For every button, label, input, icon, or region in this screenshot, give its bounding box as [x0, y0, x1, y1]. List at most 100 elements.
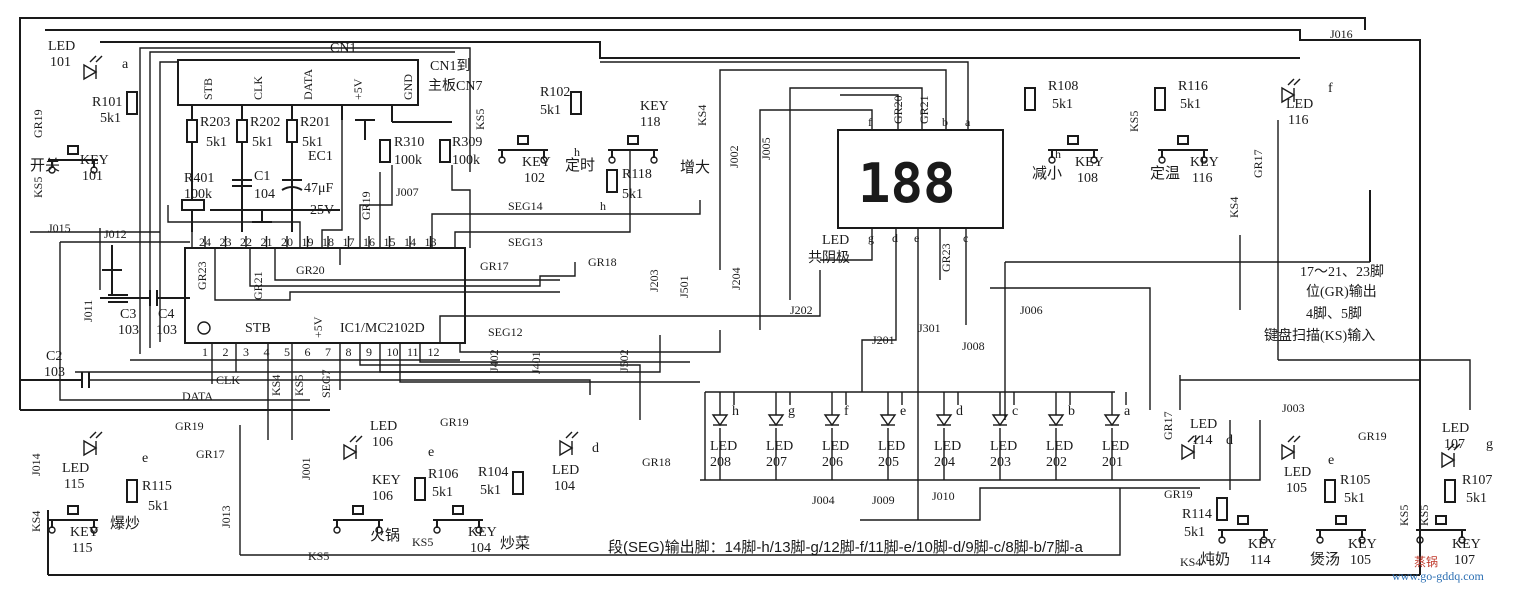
jumper-label-j501: J501: [677, 275, 691, 298]
resistor-value: 100k: [394, 153, 422, 168]
notes: 17～21、23脚 位(GR)输出 4脚、5脚 键盘扫描(KS)输入 段(SEG…: [608, 264, 1485, 583]
key-function: 定时: [565, 157, 595, 174]
jumper-label-j202: J202: [790, 303, 813, 317]
cap-c3: C3 103: [108, 245, 139, 338]
key-label: KEY: [80, 153, 109, 168]
jumper-label-j001: J001: [299, 457, 313, 480]
bar-led-segment: e: [900, 404, 906, 419]
resistor-value: 5k1: [1052, 97, 1073, 112]
led-segment: d: [592, 441, 599, 456]
led-segment: f: [1328, 81, 1333, 96]
led-segment: e: [1328, 453, 1334, 468]
display-caption-2: 共阴极: [808, 250, 850, 266]
display-pin-f: f: [868, 115, 872, 129]
jumper-label-j016: J016: [1330, 27, 1353, 41]
key-number: 101: [82, 169, 103, 184]
net-gr19-ic: GR19: [359, 191, 373, 220]
key-number: 118: [640, 115, 660, 130]
led-segment: e: [428, 445, 434, 460]
ic1-bottom-pin: 1: [202, 345, 208, 359]
net-ks4-ic: KS4: [269, 375, 283, 396]
led-segment: a: [122, 57, 129, 72]
cn1-pin-5v: +5V: [351, 78, 365, 100]
display-pin-gr23: GR23: [939, 243, 953, 272]
resistors-layer: R1015k1R1025k1R1185k1R1085k1R1165k1R2035…: [92, 79, 1492, 540]
net-gr17-right: GR17: [1251, 149, 1265, 178]
net-seg12: SEG12: [488, 325, 523, 339]
ic1-name: IC1/MC2102D: [340, 321, 425, 336]
net-gr18-bar: GR18: [642, 455, 671, 469]
ic1-stb: STB: [245, 321, 271, 336]
bar-led-segment: g: [788, 404, 795, 419]
c2-id: C2: [46, 349, 62, 364]
resistor-id: R114: [1182, 507, 1212, 522]
led-segment: g: [1486, 437, 1493, 452]
key-function: 开关: [30, 157, 60, 174]
display-pin-d: d: [892, 231, 898, 245]
net-h-right: h: [1055, 147, 1061, 161]
led-label: LED: [1286, 97, 1313, 112]
led-label: LED: [1442, 421, 1469, 436]
resistor-value: 5k1: [302, 135, 323, 150]
net-ks5-b1: KS5: [308, 549, 329, 563]
led-number: 105: [1286, 481, 1307, 496]
net-seg13: SEG13: [508, 235, 543, 249]
net-seg14: SEG14: [508, 199, 543, 213]
cn1-pin-data: DATA: [301, 69, 315, 100]
resistor-id: R310: [394, 135, 424, 150]
bar-led-segment: d: [956, 404, 963, 419]
key-label: KEY: [1190, 155, 1219, 170]
net-ks5-left: KS5: [31, 177, 45, 198]
key-label: KEY: [1348, 537, 1377, 552]
c4-value: 103: [156, 323, 177, 338]
ec1-id: EC1: [308, 149, 333, 164]
net-gr19-bl: GR19: [175, 419, 204, 433]
resistor-id: R104: [478, 465, 508, 480]
net-ks4-top: KS4: [695, 105, 709, 126]
led-number: 104: [554, 479, 575, 494]
key-function: 增大: [680, 159, 710, 176]
key-number: 102: [524, 171, 545, 186]
resistor-value: 5k1: [1344, 491, 1365, 506]
resistor-id: R106: [428, 467, 458, 482]
cn1-note-1: CN1到: [430, 58, 470, 74]
led-number: 107: [1444, 437, 1465, 452]
ic1-vcc: +5V: [311, 316, 325, 338]
led-display: 188 f GR20 GR21 b a g d e GR23 c LED 共阴极: [600, 61, 1004, 520]
led-number: 115: [64, 477, 84, 492]
c3-value: 103: [118, 323, 139, 338]
ic1-bottom-pin: 3: [243, 345, 249, 359]
display-pin-gr21: GR21: [917, 95, 931, 124]
led-label: LED: [1284, 465, 1311, 480]
net-seg7: SEG7: [319, 369, 333, 398]
resistor-value: 5k1: [252, 135, 273, 150]
key-function: 炖奶: [1200, 551, 1230, 568]
ic1-bottom-pin: 7: [325, 345, 331, 359]
jumper-label-j005: J005: [759, 137, 773, 160]
resistor-value: 5k1: [1184, 525, 1205, 540]
jumper-label-j013: J013: [219, 505, 233, 528]
key-number: 114: [1250, 553, 1270, 568]
net-ks5-right: KS5: [1127, 111, 1141, 132]
net-gr21: GR21: [251, 271, 265, 300]
net-gr18-mid: GR18: [588, 255, 617, 269]
net-gr23: GR23: [195, 261, 209, 290]
